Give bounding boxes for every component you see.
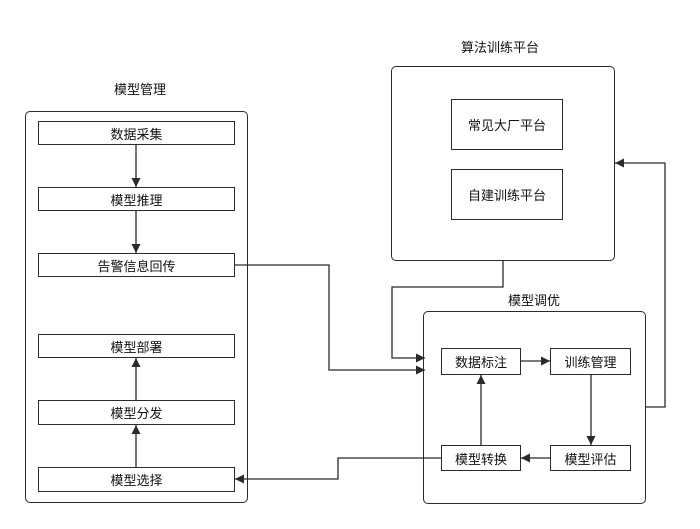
- algorithm-platform-group: [391, 66, 615, 261]
- algorithm-platform-label: 算法训练平台: [460, 41, 539, 56]
- edge-conversion-to-selection: [235, 457, 441, 484]
- model-conversion-node[interactable]: 模型转换: [441, 445, 521, 471]
- alarm-callback-node[interactable]: 告警信息回传: [38, 253, 235, 277]
- model-inference-node[interactable]: 模型推理: [38, 187, 235, 211]
- model-management-label: 模型管理: [113, 83, 166, 98]
- model-distribution-node[interactable]: 模型分发: [38, 400, 235, 425]
- model-tuning-group: [423, 311, 646, 504]
- data-annotation-node[interactable]: 数据标注: [441, 348, 521, 375]
- training-management-node[interactable]: 训练管理: [550, 348, 631, 375]
- model-tuning-label: 模型调优: [507, 294, 560, 309]
- data-collection-node[interactable]: 数据采集: [38, 121, 235, 145]
- model-deployment-node[interactable]: 模型部署: [38, 334, 235, 358]
- edge-tuning-to-platform: [615, 158, 666, 408]
- edge-platform-to-annotation: [391, 261, 504, 363]
- vendor-platform-node[interactable]: 常见大厂平台: [451, 99, 563, 150]
- self-built-platform-node[interactable]: 自建训练平台: [451, 169, 563, 220]
- edge-alarm-to-annotation: [235, 264, 425, 375]
- model-selection-node[interactable]: 模型选择: [38, 467, 235, 492]
- model-evaluation-node[interactable]: 模型评估: [550, 445, 631, 471]
